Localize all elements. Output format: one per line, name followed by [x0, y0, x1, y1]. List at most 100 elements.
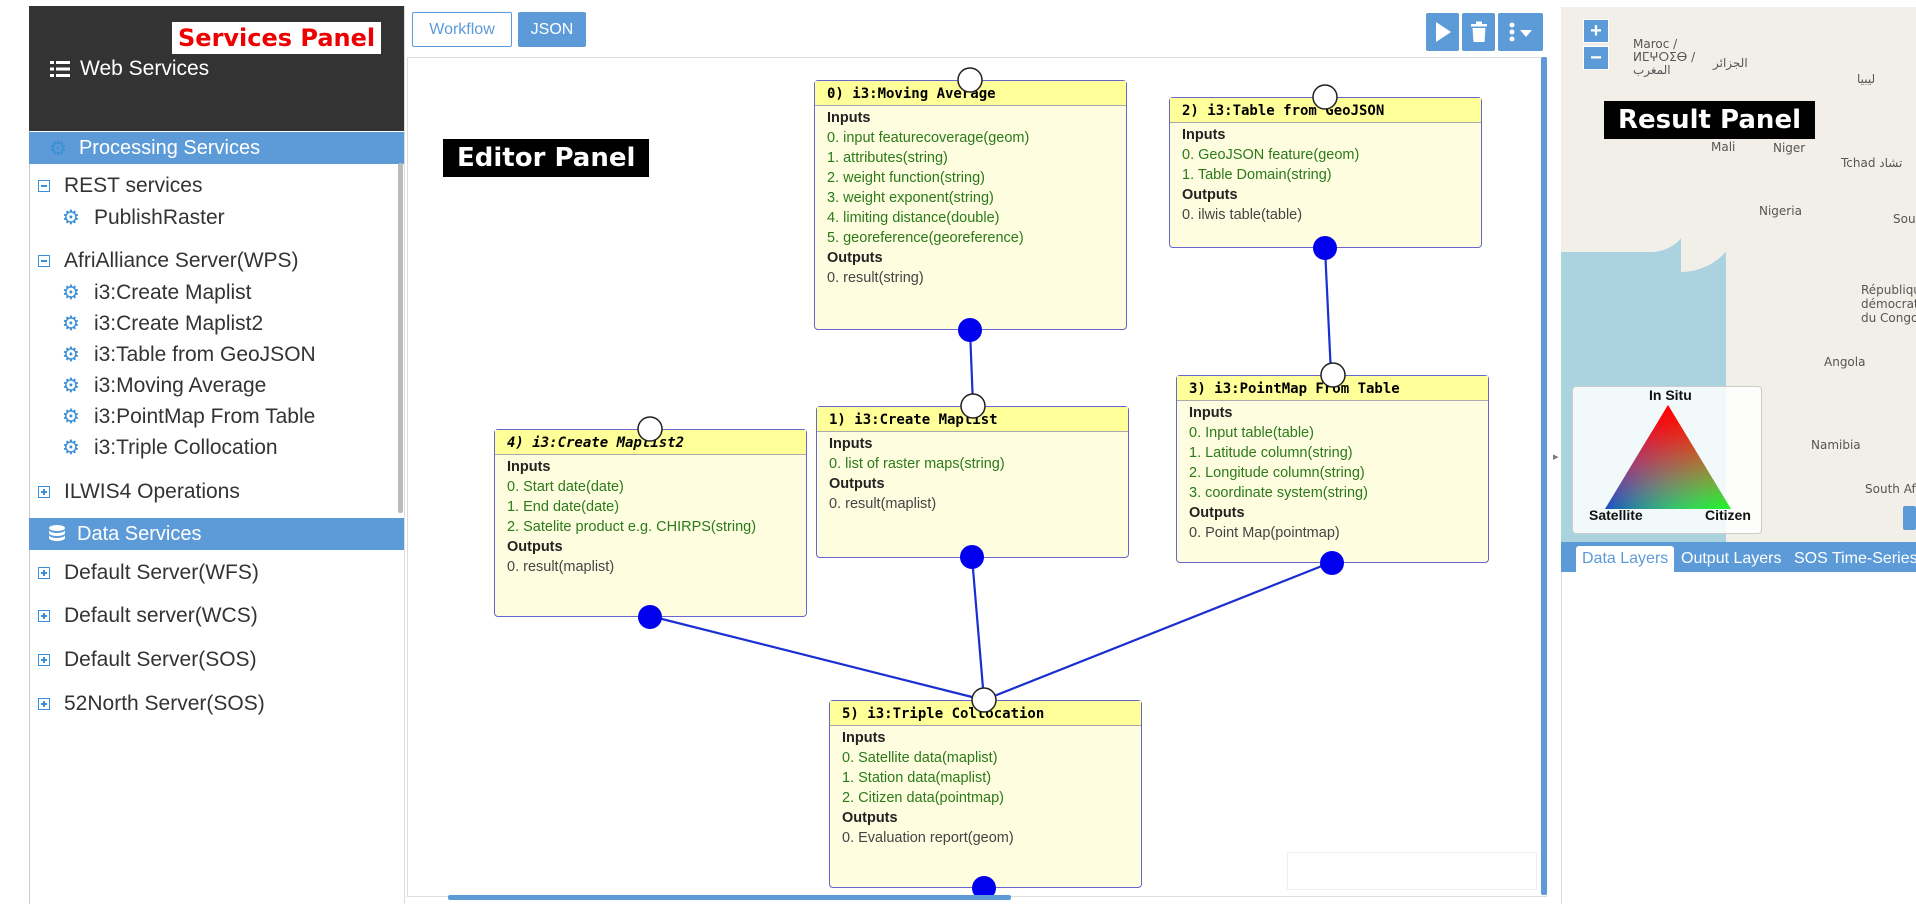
node-input: 1. End date(date): [507, 499, 620, 515]
workflow-node-4[interactable]: 4) i3:Create Maplist2 Inputs 0. Start da…: [494, 429, 807, 617]
input-port[interactable]: [1312, 84, 1338, 110]
tree-group-ilwis[interactable]: ILWIS4 Operations: [38, 480, 240, 504]
map-label: Tchad تشاد: [1841, 156, 1903, 170]
input-port[interactable]: [960, 393, 986, 419]
input-port[interactable]: [1320, 362, 1346, 388]
node-input: 4. limiting distance(double): [827, 210, 1000, 226]
gear-icon: ⚙: [49, 137, 67, 160]
services-scrollbar[interactable]: [398, 163, 403, 513]
output-port[interactable]: [960, 545, 984, 569]
tree-item-label: i3:Moving Average: [93, 373, 267, 397]
node-outputs-label: Outputs: [842, 810, 898, 826]
data-services-header[interactable]: Data Services: [29, 518, 404, 550]
tree-item-pointmap-from-table[interactable]: ⚙i3:PointMap From Table: [62, 404, 315, 429]
play-icon: [1435, 22, 1451, 42]
run-button[interactable]: [1426, 13, 1459, 51]
workflow-node-3[interactable]: 3) i3:PointMap From Table Inputs 0. Inpu…: [1176, 375, 1489, 563]
node-input: 5. georeference(georeference): [827, 230, 1024, 246]
tree-item-create-maplist2[interactable]: ⚙i3:Create Maplist2: [62, 311, 263, 336]
node-title: 3) i3:PointMap From Table: [1177, 376, 1488, 401]
canvas-h-scrollbar[interactable]: [448, 895, 1011, 900]
tree-group-sos[interactable]: Default Server(SOS): [38, 648, 257, 672]
expand-icon: [38, 567, 50, 579]
node-output: 0. result(maplist): [507, 559, 615, 575]
tree-group-rest[interactable]: REST services: [38, 174, 202, 198]
tab-data-layers[interactable]: Data Layers: [1576, 546, 1675, 572]
output-port[interactable]: [972, 876, 996, 900]
processing-services-header[interactable]: ⚙ Processing Services: [29, 132, 404, 164]
tree-item-label: i3:Create Maplist2: [93, 311, 264, 335]
link-3-to-5: [983, 560, 1333, 702]
web-services-title[interactable]: Web Services: [50, 57, 209, 81]
output-port[interactable]: [1313, 236, 1337, 260]
expand-icon: [38, 610, 50, 622]
tree-item-moving-average[interactable]: ⚙ i3:Moving Average: [62, 373, 266, 398]
gear-icon: ⚙: [62, 207, 80, 229]
node-input: 1. Latitude column(string): [1189, 445, 1353, 461]
legend-top-label: In Situ: [1649, 387, 1692, 403]
workflow-node-2[interactable]: 2) i3:Table from GeoJSON Inputs 0. GeoJS…: [1169, 97, 1482, 248]
input-port[interactable]: [957, 67, 983, 93]
tree-group-52north[interactable]: 52North Server(SOS): [38, 692, 265, 716]
tree-group-wps[interactable]: AfriAlliance Server(WPS): [38, 249, 299, 273]
collapse-icon: [38, 180, 50, 192]
link-0-to-1: [968, 329, 975, 406]
node-input: 3. weight exponent(string): [827, 190, 994, 206]
tree-item-label: PublishRaster: [93, 205, 225, 229]
web-services-label: Web Services: [80, 57, 210, 80]
data-services-label: Data Services: [77, 522, 202, 545]
tree-group-wcs[interactable]: Default server(WCS): [38, 604, 258, 628]
node-inputs-label: Inputs: [1189, 405, 1233, 421]
node-inputs-label: Inputs: [1182, 127, 1226, 143]
collapse-icon: [38, 255, 50, 267]
node-title: 4) i3:Create Maplist2: [495, 430, 806, 455]
map-label: Sou: [1893, 212, 1916, 226]
tree-item-triple-collocation[interactable]: ⚙i3:Triple Collocation: [62, 435, 278, 460]
gear-icon: ⚙: [62, 282, 80, 304]
tree-item-table-from-geojson[interactable]: ⚙i3:Table from GeoJSON: [62, 342, 316, 367]
zoom-out-button[interactable]: −: [1583, 46, 1609, 70]
input-port[interactable]: [971, 687, 997, 713]
node-outputs-label: Outputs: [829, 476, 885, 492]
tree-group-wfs[interactable]: Default Server(WFS): [38, 561, 259, 585]
legend-right-label: Citizen: [1705, 507, 1751, 523]
output-port[interactable]: [958, 318, 982, 342]
node-inputs-label: Inputs: [827, 110, 871, 126]
tab-output-layers[interactable]: Output Layers: [1681, 550, 1782, 567]
workflow-node-1[interactable]: 1) i3:Create Maplist Inputs 0. list of r…: [816, 406, 1129, 558]
node-input: 0. GeoJSON feature(geom): [1182, 147, 1360, 163]
list-icon: [50, 61, 70, 77]
input-port[interactable]: [637, 416, 663, 442]
tab-json[interactable]: JSON: [518, 12, 586, 47]
canvas-v-scrollbar[interactable]: [1541, 57, 1547, 895]
tree-item-label: i3:Table from GeoJSON: [93, 342, 316, 366]
land-west-bulge: [1561, 212, 1691, 252]
workflow-node-5[interactable]: 5) i3:Triple Collocation Inputs 0. Satel…: [829, 700, 1142, 888]
map-side-control[interactable]: [1903, 506, 1916, 530]
node-inputs-label: Inputs: [829, 436, 873, 452]
node-input: 1. Table Domain(string): [1182, 167, 1332, 183]
tree-group-label: Default server(WCS): [64, 604, 258, 627]
splitter-handle[interactable]: ▸: [1553, 451, 1559, 463]
services-panel-annotation: Services Panel: [172, 22, 382, 54]
delete-button[interactable]: [1462, 13, 1495, 51]
tab-sos-time-series[interactable]: SOS Time-Series: [1794, 550, 1916, 567]
tree-item-create-maplist[interactable]: ⚙i3:Create Maplist: [62, 280, 252, 305]
map-label: Angola: [1824, 355, 1866, 369]
output-port[interactable]: [638, 605, 662, 629]
link-4-to-5: [649, 614, 985, 702]
tree-item-publishraster[interactable]: ⚙ PublishRaster: [62, 205, 225, 230]
result-panel-annotation: Result Panel: [1604, 101, 1815, 139]
editor-panel: [404, 6, 1557, 904]
gear-icon: ⚙: [62, 406, 80, 428]
gear-icon: ⚙: [62, 375, 80, 397]
zoom-in-button[interactable]: +: [1583, 19, 1609, 43]
result-tabs: Data Layers Output Layers SOS Time-Serie…: [1561, 542, 1916, 572]
expand-icon: [38, 486, 50, 498]
tab-workflow[interactable]: Workflow: [412, 12, 512, 47]
node-output: 0. result(string): [827, 270, 924, 286]
more-menu-button[interactable]: [1498, 13, 1543, 51]
output-port[interactable]: [1320, 551, 1344, 575]
node-input: 0. input featurecoverage(geom): [827, 130, 1030, 146]
